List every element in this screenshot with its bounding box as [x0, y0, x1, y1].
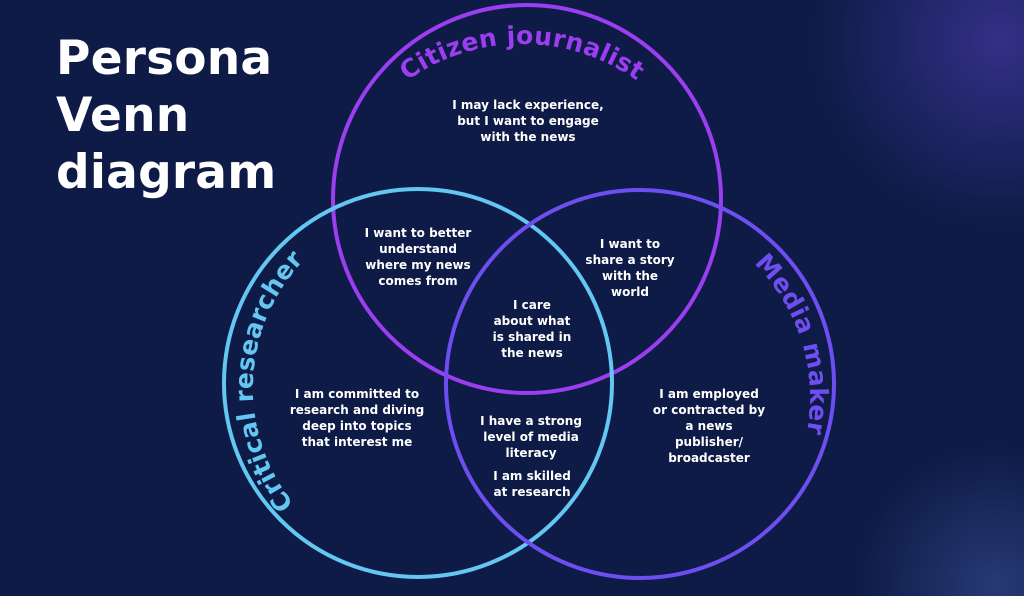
title-line-3: diagram — [56, 145, 277, 200]
media-maker-description: I am employed or contracted by a news pu… — [652, 387, 766, 465]
researcher-maker-skill-text: I am skilled at research — [493, 469, 571, 499]
citizen-maker-overlap-text: I want to share a story with the world — [585, 237, 675, 299]
citizen-journalist-description: I may lack experience, but I want to eng… — [452, 98, 604, 144]
citizen-researcher-overlap-text: I want to better understand where my new… — [364, 226, 472, 288]
all-three-overlap-text: I care about what is shared in the news — [492, 298, 572, 360]
citizen-journalist-circle — [331, 3, 723, 395]
title-line-1: Persona — [56, 31, 273, 86]
title-line-2: Venn — [56, 88, 190, 143]
researcher-maker-overlap-text: I have a strong level of media literacy — [480, 414, 582, 460]
page-title: Persona Venn diagram — [56, 30, 316, 201]
critical-researcher-circle — [222, 187, 614, 579]
critical-researcher-description: I am committed to research and diving de… — [289, 387, 425, 449]
critical-researcher-label: Critical researcher — [230, 244, 309, 518]
media-maker-circle — [444, 188, 836, 580]
